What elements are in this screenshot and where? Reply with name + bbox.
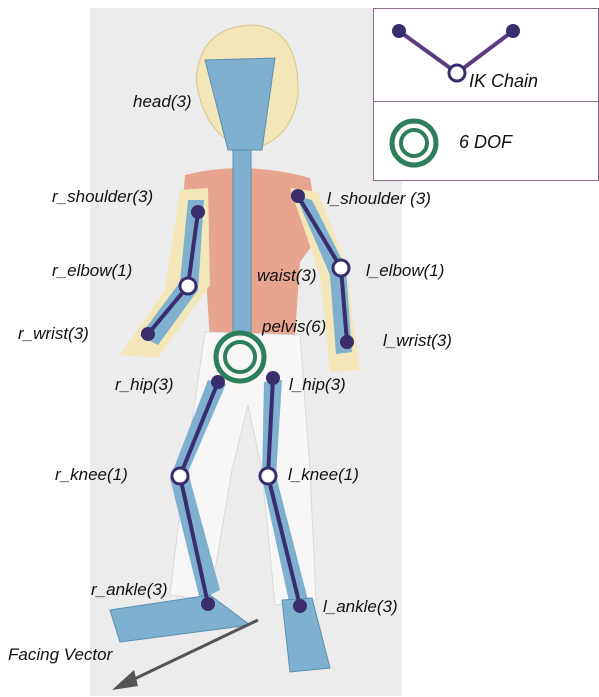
legend-ik-chain-label: IK Chain: [469, 71, 538, 92]
label-r-knee: r_knee(1): [55, 466, 128, 483]
spine-block: [233, 150, 251, 335]
r-shoulder-joint: [191, 205, 205, 219]
label-waist: waist(3): [257, 267, 317, 284]
r-elbow-joint: [180, 278, 196, 294]
label-r-shoulder: r_shoulder(3): [52, 188, 153, 205]
label-l-ankle: l_ankle(3): [323, 598, 398, 615]
l-ankle-joint: [293, 599, 307, 613]
legend-6dof-box: 6 DOF: [373, 101, 599, 181]
label-l-elbow: l_elbow(1): [366, 262, 444, 279]
r-knee-joint: [172, 468, 188, 484]
legend-ik-chain-box: IK Chain: [373, 8, 599, 102]
label-l-hip: l_hip(3): [289, 376, 346, 393]
label-r-elbow: r_elbow(1): [52, 262, 132, 279]
label-l-knee: l_knee(1): [288, 466, 359, 483]
label-r-hip: r_hip(3): [115, 376, 174, 393]
label-facing-vector: Facing Vector: [8, 646, 112, 663]
r-wrist-joint: [141, 327, 155, 341]
l-shoulder-joint: [291, 189, 305, 203]
label-r-wrist: r_wrist(3): [18, 325, 89, 342]
label-head: head(3): [133, 93, 192, 110]
l-knee-joint: [260, 468, 276, 484]
l-wrist-joint: [340, 335, 354, 349]
label-l-wrist: l_wrist(3): [383, 332, 452, 349]
label-pelvis: pelvis(6): [262, 318, 326, 335]
l-hip-joint: [266, 371, 280, 385]
facing-vector-arrowhead: [112, 670, 138, 690]
label-r-ankle: r_ankle(3): [91, 581, 168, 598]
l-elbow-joint: [333, 260, 349, 276]
legend-6dof-label: 6 DOF: [459, 132, 512, 153]
r-ankle-joint: [201, 597, 215, 611]
label-l-shoulder: l_shoulder (3): [327, 190, 431, 207]
